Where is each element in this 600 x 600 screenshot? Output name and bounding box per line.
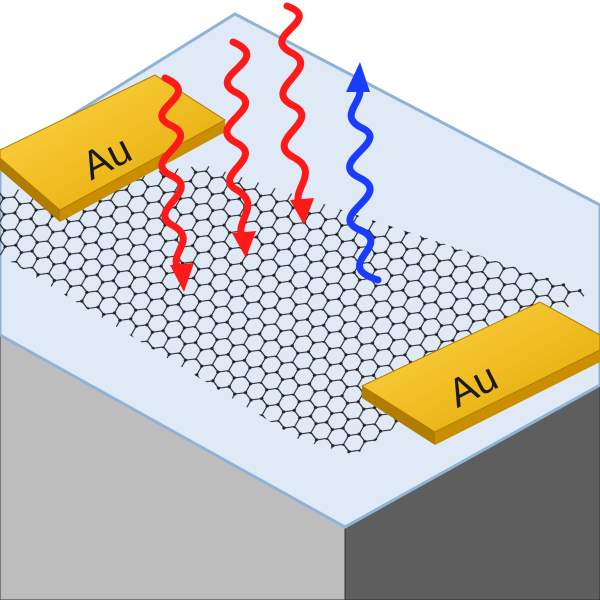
arrowhead-down-icon xyxy=(290,198,314,225)
emitted-wave xyxy=(346,81,382,284)
incident-wave-2 xyxy=(223,38,252,242)
arrowhead-down-icon xyxy=(232,231,256,258)
arrowhead-up-icon xyxy=(346,62,370,92)
arrowhead-down-icon xyxy=(170,263,194,292)
incident-wave-1 xyxy=(158,74,187,274)
incident-wave-3 xyxy=(278,2,309,209)
gold-electrode-right: Au xyxy=(360,301,600,445)
